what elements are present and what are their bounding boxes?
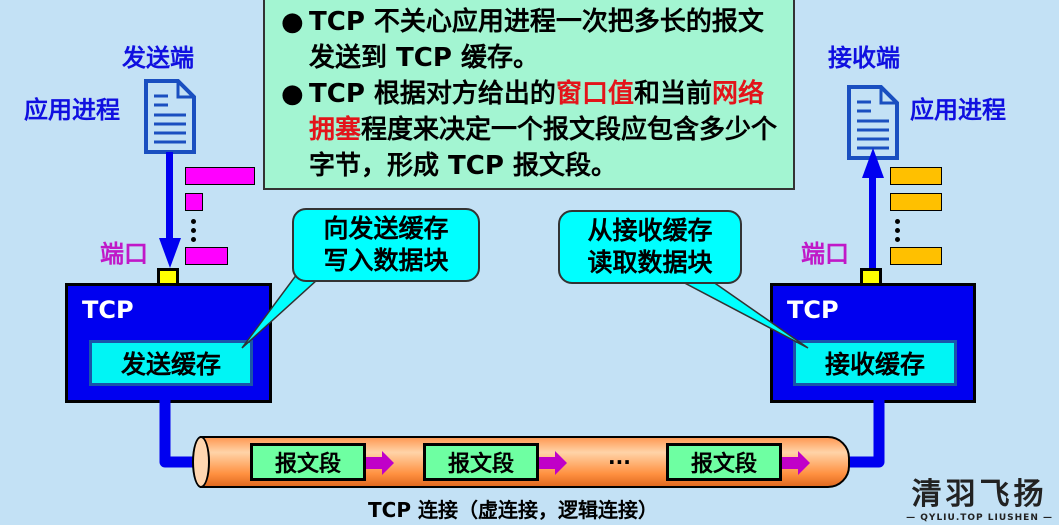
right-arrow-icon	[366, 451, 394, 475]
receiver-callout: 从接收缓存 读取数据块	[558, 210, 742, 284]
sender-document-icon	[144, 79, 196, 154]
note-bullet-2-cont: 拥塞程度来决定一个报文段应包含多少个	[281, 112, 783, 148]
note-bullet-2-line-1: TCP 根据对方给出的窗口值和当前网络	[309, 76, 764, 112]
watermark-subtitle: — QYLIU.TOP LIUSHEN —	[906, 513, 1053, 523]
highlight-network: 网络	[711, 79, 764, 109]
note-bullet-1: ● TCP 不关心应用进程一次把多长的报文	[281, 4, 783, 40]
info-note: ● TCP 不关心应用进程一次把多长的报文 发送到 TCP 缓存。 ● TCP …	[263, 0, 795, 190]
sender-callout: 向发送缓存 写入数据块	[292, 208, 480, 282]
note-text: TCP 根据对方给出的	[309, 79, 556, 109]
sender-callout-line-2: 写入数据块	[323, 246, 449, 275]
receiver-connector	[845, 400, 885, 468]
note-bullet-1-cont: 发送到 TCP 缓存。	[281, 40, 783, 76]
sender-data-block	[185, 167, 255, 185]
right-arrow-icon	[782, 451, 810, 475]
pipe-end-cap	[192, 436, 210, 488]
sender-tcp-label: TCP	[82, 296, 134, 324]
note-bullet-2-line-3: 字节，形成 TCP 报文段。	[309, 151, 617, 181]
highlight-congestion: 拥塞	[309, 115, 362, 145]
receiver-data-block	[890, 167, 942, 185]
note-bullet-1-line-2: 发送到 TCP 缓存。	[309, 43, 539, 73]
segment-3: 报文段	[666, 443, 782, 481]
sender-data-block	[185, 247, 228, 265]
watermark: 清羽飞扬 — QYLIU.TOP LIUSHEN —	[906, 469, 1053, 523]
sender-tcp-box: TCP 发送缓存	[65, 283, 272, 403]
up-arrow-icon	[862, 148, 884, 270]
down-arrow-icon	[159, 152, 181, 268]
receiver-title: 接收端	[828, 44, 900, 72]
sender-port-label: 端口	[100, 240, 148, 268]
receiver-document-icon	[847, 85, 899, 160]
note-bullet-1-line-1: TCP 不关心应用进程一次把多长的报文	[309, 7, 764, 37]
bullet-icon: ●	[281, 79, 304, 109]
bullet-indent	[281, 112, 309, 148]
receiver-tcp-label: TCP	[787, 296, 839, 324]
receiver-app-label: 应用进程	[910, 96, 1006, 124]
receiver-tcp-box: TCP 接收缓存	[770, 283, 976, 403]
receiver-port-label: 端口	[801, 240, 849, 268]
ellipsis-dots-icon	[895, 219, 900, 246]
receiver-callout-line-1: 从接收缓存	[587, 216, 713, 245]
sender-callout-line-1: 向发送缓存	[323, 214, 449, 243]
receiver-callout-line-2: 读取数据块	[587, 248, 713, 277]
receiver-data-block	[890, 193, 942, 211]
sender-title: 发送端	[122, 44, 194, 72]
connection-caption: TCP 连接（虚连接，逻辑连接）	[368, 498, 658, 522]
watermark-title: 清羽飞扬	[911, 477, 1048, 512]
note-bullet-2: ● TCP 根据对方给出的窗口值和当前网络	[281, 76, 783, 112]
ellipsis-dots-icon	[191, 219, 196, 246]
note-text: 和当前	[633, 79, 712, 109]
sender-app-label: 应用进程	[24, 96, 120, 124]
receiver-callout-pointer	[660, 270, 809, 349]
segments-ellipsis: ···	[608, 450, 631, 474]
receive-buffer: 接收缓存	[793, 340, 957, 386]
note-text: 程度来决定一个报文段应包含多少个	[361, 115, 778, 145]
sender-callout-pointer	[241, 270, 330, 349]
note-bullet-2-cont2: 字节，形成 TCP 报文段。	[281, 148, 783, 184]
receiver-data-block	[890, 247, 942, 265]
bullet-icon: ●	[281, 7, 304, 37]
send-buffer: 发送缓存	[89, 340, 253, 386]
segment-1: 报文段	[250, 443, 366, 481]
segment-2: 报文段	[423, 443, 539, 481]
highlight-window-value: 窗口值	[555, 79, 634, 109]
bullet-indent	[281, 40, 309, 76]
bullet-indent	[281, 148, 309, 184]
note-bullet-2-line-2: 拥塞程度来决定一个报文段应包含多少个	[309, 112, 777, 148]
right-arrow-icon	[539, 451, 567, 475]
sender-data-block	[185, 193, 203, 211]
